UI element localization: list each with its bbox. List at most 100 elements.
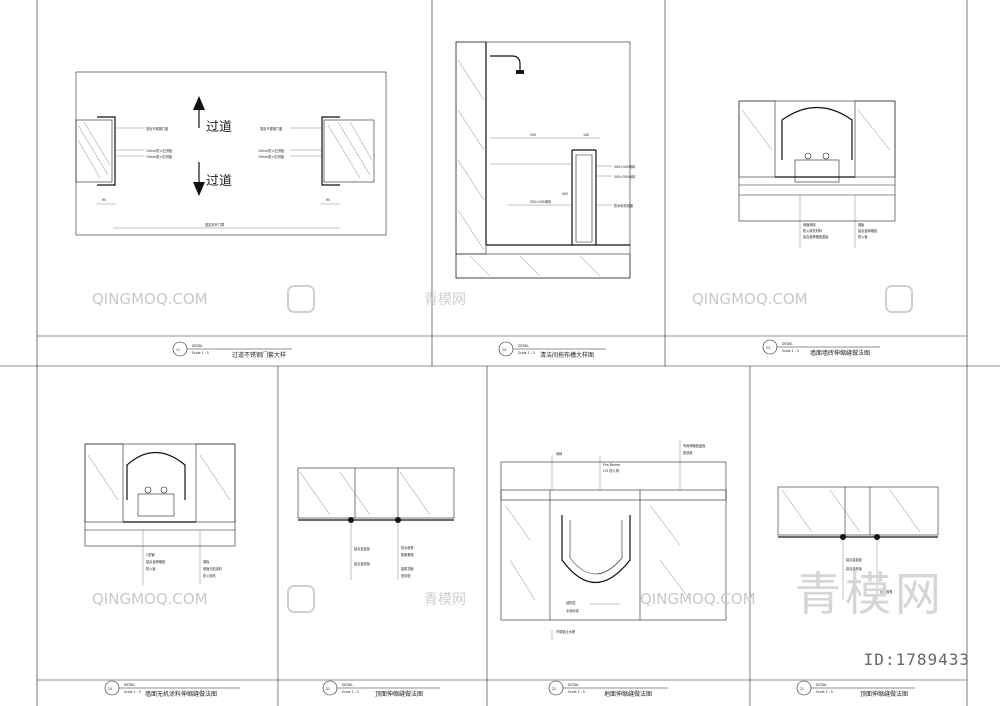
door-right-label-3: 15mm防火石膏板 (258, 154, 285, 159)
mop-label-2: 300×300地砖 (614, 174, 636, 179)
door-left-label-2: 15mm防火石膏板 (146, 148, 173, 153)
floor-label-7: 水泥砂浆 (566, 608, 580, 613)
mop-label-4: 300×300墙砖 (530, 199, 552, 204)
ceiling-label-3: 防水胶条 (401, 545, 415, 550)
ceiling-label-2: 铝合金底板 (354, 561, 371, 566)
svg-text:QINGMOQ.COM: QINGMOQ.COM (692, 290, 808, 308)
door-left-label-3: 15mm防火石膏板 (146, 154, 173, 159)
svg-text:14: 14 (502, 348, 506, 352)
ceiling-joint-detail: 铝合金盖板 铝合金底板 防水胶条 膨胀螺栓 建筑顶板 密封胶 (297, 467, 455, 580)
arrow-up-icon (193, 96, 205, 110)
ceiling-joint-detail-2: 铝合金盖板 铝合金底板 防水胶条 (777, 486, 939, 600)
title-14: 清洁间拖布槽大样图 (540, 351, 594, 359)
svg-text:QINGMOQ.COM: QINGMOQ.COM (92, 590, 208, 608)
mop-sink-detail: 350 100 400 300×300墙砖 300×300地砖 防水砂浆找坡 3… (455, 41, 636, 279)
image-id: ID:1789433 (863, 650, 970, 669)
arrow-down-icon (193, 182, 205, 196)
title-11: 过道不锈钢门套大样 (232, 351, 286, 359)
ceiling-label-4: 膨胀螺栓 (401, 552, 415, 557)
title-21a: 顶面伸缩缝做法图 (375, 690, 423, 698)
svg-text:11: 11 (176, 348, 180, 352)
svg-text:DETAIL: DETAIL (124, 683, 135, 687)
svg-text:DETAIL: DETAIL (816, 683, 827, 687)
ceiling-label-1: 铝合金盖板 (354, 546, 371, 551)
floor-label-3: C/S 防火带 (603, 468, 620, 473)
svg-text:DETAIL: DETAIL (518, 344, 529, 348)
title-21b: 顶面伸缩缝做法图 (860, 690, 908, 698)
inorganic-label-6: 防火填充 (203, 573, 217, 578)
svg-text:青模网: 青模网 (424, 292, 466, 308)
wall-joint-label-4: 钢板 (858, 222, 865, 227)
wall-joint-label-1: 墙面墙砖 (803, 222, 817, 227)
svg-text:DETAIL: DETAIL (342, 683, 353, 687)
dim-100: 100 (583, 133, 589, 137)
inorganic-wall-joint-detail: C型钢 铝合金伸缩缝 防火板 钢板 墙面无机涂料 防火填充 (84, 443, 236, 585)
door-left-label-1: 发色不锈钢门套 (146, 126, 169, 131)
svg-text:Scale 1 : 5: Scale 1 : 5 (568, 690, 585, 694)
inorganic-label-5: 墙面无机涂料 (203, 566, 223, 571)
title-24: 墙面无机涂料伸缩缝做法图 (145, 690, 217, 698)
svg-text:Scale 1 : 5: Scale 1 : 5 (816, 690, 833, 694)
svg-text:Scale 1 : 5: Scale 1 : 5 (124, 690, 141, 694)
dim-left: 60 (102, 198, 106, 202)
inorganic-label-4: 钢板 (203, 559, 210, 564)
wall-joint-label-6: 防火板 (858, 234, 868, 239)
svg-text:DETAIL: DETAIL (192, 344, 203, 348)
wall-joint-label-5: 铝合金伸缩缝 (858, 228, 878, 233)
ceiling-label-6: 密封胶 (401, 573, 411, 578)
floor-joint-detail: 地砖 Fire Barrier C/S 防火带 专用伸缩缝盖板 密封胶 结构层 … (500, 440, 727, 640)
corridor-label-down: 过道 (206, 174, 232, 189)
mop-label-3: 防水砂浆找坡 (614, 203, 634, 208)
dim-350: 350 (530, 133, 536, 137)
ceiling2-label-2: 铝合金底板 (846, 566, 863, 571)
svg-text:21: 21 (326, 687, 330, 691)
title-block-23: 23 DETAIL Scale 1 : 5 墙面墙砖伸缩缝做法图 (762, 339, 880, 357)
door-frame-detail: 过道 过道 发色不锈钢门套 15mm防火石膏板 15mm防火石膏板 发色不锈钢门… (75, 71, 387, 236)
svg-text:DETAIL: DETAIL (568, 683, 579, 687)
inorganic-label-2: 铝合金伸缩缝 (146, 559, 166, 564)
svg-text:DETAIL: DETAIL (782, 342, 793, 346)
watermarks: QINGMOQ.COM 青模网 QINGMOQ.COM QINGMOQ.COM … (92, 285, 913, 613)
floor-label-2: Fire Barrier (603, 463, 621, 467)
ceiling2-label-3: 防水胶条 (880, 589, 894, 594)
dim-right: 60 (326, 198, 330, 202)
ceiling2-label-1: 铝合金盖板 (846, 557, 863, 562)
svg-text:QINGMOQ.COM: QINGMOQ.COM (640, 590, 756, 608)
svg-text:21: 21 (800, 687, 804, 691)
svg-text:24: 24 (108, 687, 112, 691)
corridor-label-up: 过道 (206, 120, 232, 135)
title-block-21b: 21 DETAIL Scale 1 : 5 顶面伸缩缝做法图 (796, 680, 915, 698)
svg-text:22: 22 (552, 687, 556, 691)
svg-text:23: 23 (766, 346, 770, 350)
title-block-22: 22 DETAIL Scale 1 : 5 地面伸缩缝做法图 (548, 680, 668, 698)
door-right-label-1: 发色不锈钢门套 (260, 126, 283, 131)
brand-watermark: 青模网 (795, 567, 945, 621)
svg-text:Scale 1 : 5: Scale 1 : 5 (342, 690, 359, 694)
floor-label-5: 密封胶 (683, 450, 693, 455)
title-block-11: 11 DETAIL Scale 1 : 5 过道不锈钢门套大样 (172, 341, 292, 359)
door-right-label-2: 10mm防火石膏板 (258, 148, 285, 153)
mop-label-1: 300×300墙砖 (614, 164, 636, 169)
title-block-21a: 21 DETAIL Scale 1 : 5 顶面伸缩缝做法图 (322, 680, 440, 698)
svg-text:青模网: 青模网 (424, 592, 466, 608)
wall-tile-joint-detail: 墙面墙砖 防火填充材料 铝合金伸缩缝盖板 钢板 铝合金伸缩缝 防火板 (738, 100, 896, 248)
wall-joint-label-2: 防火填充材料 (803, 228, 823, 233)
dim-400: 400 (562, 192, 568, 196)
title-block-14: 14 DETAIL Scale 1 : 5 清洁间拖布槽大样图 (498, 341, 606, 359)
svg-text:QINGMOQ.COM: QINGMOQ.COM (92, 290, 208, 308)
svg-text:Scale 1 : 5: Scale 1 : 5 (518, 351, 535, 355)
title-block-24: 24 DETAIL Scale 1 : 5 墙面无机涂料伸缩缝做法图 (104, 680, 240, 698)
floor-label-6: 结构层 (566, 600, 576, 605)
title-23: 墙面墙砖伸缩缝做法图 (810, 349, 870, 357)
floor-label-4: 专用伸缩缝盖板 (683, 443, 706, 448)
svg-text:Scale 1 : 5: Scale 1 : 5 (782, 349, 799, 353)
floor-label-8: 不锈钢止水槽 (556, 629, 576, 634)
title-22: 地面伸缩缝做法图 (604, 690, 652, 698)
inorganic-label-1: C型钢 (146, 552, 155, 557)
floor-label-1: 地砖 (556, 451, 563, 456)
wall-joint-label-3: 铝合金伸缩缝盖板 (803, 234, 829, 239)
inorganic-label-3: 防火板 (146, 566, 156, 571)
faucet-icon (490, 55, 521, 72)
